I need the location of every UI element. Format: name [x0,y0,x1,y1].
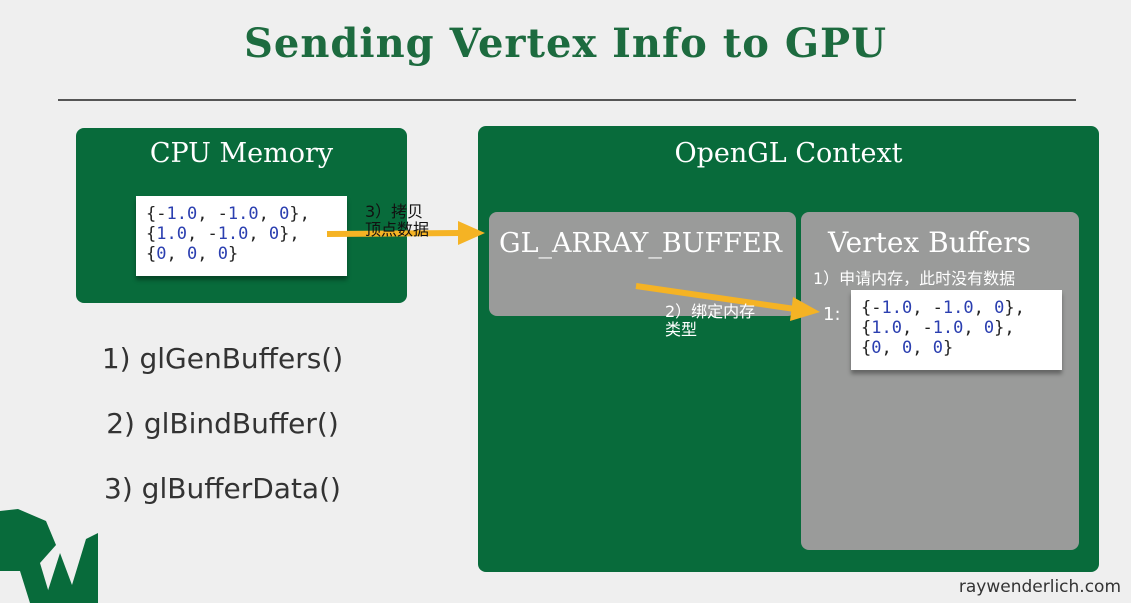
vertex-buffers-box: Vertex Buffers 1: {-1.0, -1.0, 0},{1.0, … [801,212,1079,550]
cpu-memory-panel: CPU Memory {-1.0, -1.0, 0},{1.0, -1.0, 0… [76,128,407,303]
title-divider [58,99,1076,101]
alloc-memory-note: 1）申请内存，此时没有数据 [813,269,1016,288]
vertex-buffers-title: Vertex Buffers [828,226,1031,259]
code-line: {0, 0, 0} [861,338,954,358]
bind-buffer-note: 2）绑定内存 类型 [665,302,756,339]
buffer-index-label: 1: [823,304,841,325]
opengl-context-panel: OpenGL Context GL_ARRAY_BUFFER Vertex Bu… [478,126,1099,572]
cpu-memory-title: CPU Memory [149,138,334,169]
step-buffer-data: 3) glBufferData() [104,472,341,505]
code-line: {0, 0, 0} [146,244,239,264]
vertex-buffer-code: {-1.0, -1.0, 0},{1.0, -1.0, 0},{0, 0, 0} [851,290,1062,370]
copy-data-arrow [326,221,485,245]
bind-buffer-arrow [635,283,820,321]
gl-array-buffer-label: GL_ARRAY_BUFFER [499,228,782,259]
slide-title: Sending Vertex Info to GPU [244,20,887,67]
code-line: {-1.0, -1.0, 0}, [861,298,1025,318]
opengl-context-title: OpenGL Context [674,138,903,169]
copy-data-note: 3）拷贝 顶点数据 [365,202,430,239]
cpu-vertex-code: {-1.0, -1.0, 0},{1.0, -1.0, 0},{0, 0, 0} [136,196,347,276]
site-watermark: raywenderlich.com [958,577,1121,597]
gl-array-buffer-box: GL_ARRAY_BUFFER [489,212,796,316]
code-line: {1.0, -1.0, 0}, [146,224,300,244]
code-line: {-1.0, -1.0, 0}, [146,204,310,224]
step-bind-buffer: 2) glBindBuffer() [106,407,339,440]
raywenderlich-logo [0,509,98,603]
code-line: {1.0, -1.0, 0}, [861,318,1015,338]
step-gen-buffers: 1) glGenBuffers() [101,342,344,375]
